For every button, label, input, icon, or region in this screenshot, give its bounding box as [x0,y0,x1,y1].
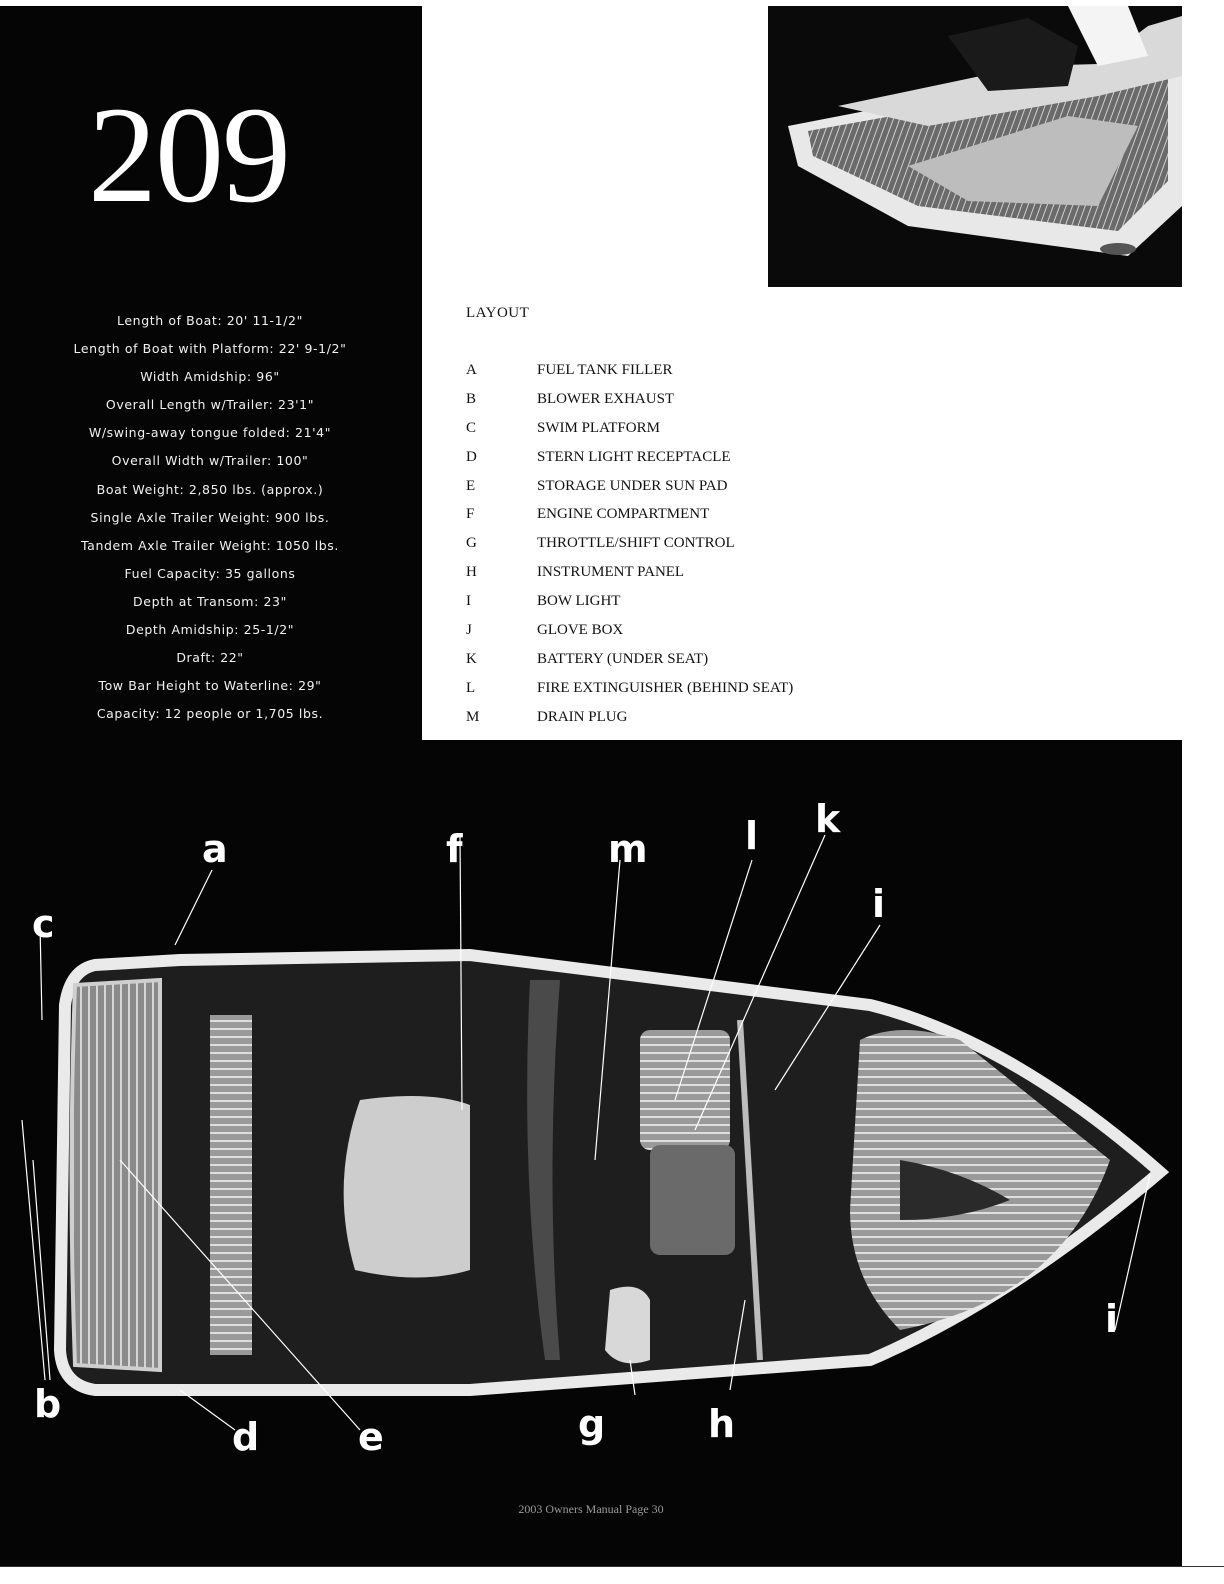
spec-item: Length of Boat: 20' 11-1/2" [117,313,303,328]
layout-item: I BOW LIGHT [466,593,793,622]
callout-a: a [202,827,228,871]
spec-item: W/swing-away tongue folded: 21'4" [88,425,332,441]
layout-item-label: BOW LIGHT [537,593,621,610]
callout-f: f [446,827,463,871]
layout-item: L FIRE EXTINGUISHER (BEHIND SEAT) [466,680,793,709]
layout-item-label: DRAIN PLUG [537,708,628,725]
layout-item-code: I [466,593,471,610]
page-footer: 2003 Owners Manual Page 30 [518,1502,664,1516]
layout-item: G THROTTLE/SHIFT CONTROL [466,535,793,564]
layout-item-code: C [466,419,477,436]
callout-d: d [232,1415,260,1459]
layout-item-code: D [466,448,477,465]
layout-item-code: G [466,535,477,552]
spec-item: Capacity: 12 people or 1,705 lbs. [96,706,324,722]
layout-item-code: H [466,564,477,581]
callout-g: g [578,1402,606,1446]
callout-e: e [358,1415,384,1459]
layout-item: D STERN LIGHT RECEPTACLE [466,449,793,478]
model-number: 209 [88,78,291,231]
layout-item-label: SWIM PLATFORM [537,419,660,436]
layout-item: K BATTERY (UNDER SEAT) [466,651,793,680]
spec-panel: 209 Length of Boat: 20' 11-1/2"Length of… [0,6,422,751]
spec-item: Depth Amidship: 25-1/2" [125,622,295,638]
layout-item: B BLOWER EXHAUST [466,391,793,420]
layout-item: E STORAGE UNDER SUN PAD [466,478,793,507]
layout-item-label: ENGINE COMPARTMENT [537,506,710,523]
layout-item-code: K [466,650,477,667]
callout-h: h [708,1402,736,1446]
layout-item: A FUEL TANK FILLER [466,362,793,391]
layout-item-label: GLOVE BOX [537,622,624,639]
callout-l: l [745,814,759,858]
spec-item: Length of Boat with Platform: 22' 9-1/2" [73,341,347,357]
spec-item: Fuel Capacity: 35 gallons [124,565,296,581]
layout-legend: A FUEL TANK FILLER B BLOWER EXHAUST C SWIM PL… [466,362,793,738]
boat-top-view-diagram [0,740,1182,1566]
bottom-rule [0,1566,1224,1567]
layout-heading: LAYOUT [466,305,530,321]
spec-item: Boat Weight: 2,850 lbs. (approx.) [96,481,324,497]
callout-i-bow: i [1105,1297,1119,1341]
callout-k: k [815,797,841,841]
layout-item-label: STORAGE UNDER SUN PAD [537,477,728,494]
layout-item-code: E [466,477,476,494]
layout-item-label: THROTTLE/SHIFT CONTROL [537,535,735,552]
spec-list: Length of Boat: 20' 11-1/2" Length of Boa… [18,311,402,732]
spec-item: Overall Length w/Trailer: 23'1" [105,397,315,413]
layout-item-code: L [466,679,476,696]
layout-item-label: STERN LIGHT RECEPTACLE [537,448,731,465]
layout-item-label: BLOWER EXHAUST [537,390,675,407]
callout-b: b [34,1382,62,1426]
layout-item-label: FIRE EXTINGUISHER (BEHIND SEAT) [537,679,794,696]
layout-item: M DRAIN PLUG [466,709,793,738]
callout-m: m [608,827,648,871]
layout-item-code: A [466,362,477,378]
layout-item-label: INSTRUMENT PANEL [537,564,685,581]
boat-stern-photo [768,6,1182,287]
layout-item: J GLOVE BOX [466,622,793,651]
spec-item: Draft: 22" [176,650,244,666]
layout-item-label: FUEL TANK FILLER [537,362,673,378]
spec-item: Tandem Axle Trailer Weight: 1050 lbs. [81,537,339,553]
callout-i-top: i [872,882,886,926]
layout-item-code: B [466,390,477,407]
layout-item: H INSTRUMENT PANEL [466,564,793,593]
layout-item-label: BATTERY (UNDER SEAT) [537,650,709,667]
callout-c: c [32,902,55,946]
spec-item: Overall Width w/Trailer: 100" [111,453,309,469]
spec-item: Depth at Transom: 23" [133,593,287,609]
spec-item: Tow Bar Height to Waterline: 29" [98,678,322,694]
spec-item: Width Amidship: 96" [140,369,280,385]
spec-item: Single Axle Trailer Weight: 900 lbs. [90,509,330,525]
layout-item-code: J [466,622,472,639]
layout-item-code: M [466,708,480,725]
layout-item-code: F [466,506,475,523]
layout-item: C SWIM PLATFORM [466,420,793,449]
layout-item: F ENGINE COMPARTMENT [466,506,793,535]
